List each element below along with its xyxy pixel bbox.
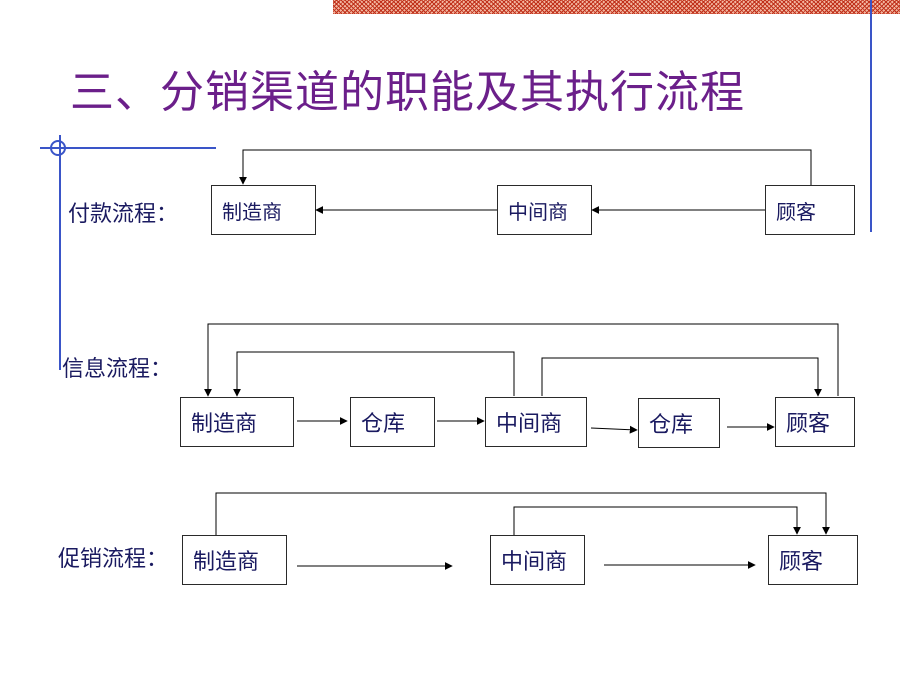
payment-arrow-customer-to-manufacturer-loop	[239, 149, 812, 185]
left-vertical-accent-line	[59, 135, 61, 370]
info-flow-label: 信息流程：	[62, 357, 173, 382]
promotion-intermediary-node: 中间商	[490, 535, 585, 585]
info-customer-node: 顾客	[775, 397, 855, 447]
payment-manufacturer-node: 制造商	[211, 185, 316, 235]
left-horizontal-accent-line	[40, 147, 216, 149]
promotion-manufacturer-node: 制造商	[182, 535, 287, 585]
decorative-hatch-band	[333, 0, 900, 14]
promotion-customer-node: 顾客	[768, 535, 858, 585]
info-loop-customer-to-manufacturer	[204, 323, 839, 397]
info-loop-intermediary-to-manufacturer	[233, 351, 515, 397]
info-warehouse-2-node: 仓库	[638, 398, 720, 448]
crosshair-circle-icon	[50, 140, 66, 156]
promotion-flow-label: 促销流程：	[58, 547, 169, 572]
payment-flow-label: 付款流程：	[68, 202, 179, 227]
info-manufacturer-node: 制造商	[180, 397, 294, 447]
right-vertical-accent-line	[870, 0, 872, 232]
payment-customer-node: 顾客	[765, 185, 855, 235]
info-loop-intermediary-to-customer	[541, 357, 822, 397]
info-intermediary-node: 中间商	[485, 397, 587, 447]
promotion-loop-manufacturer-to-customer	[215, 492, 830, 535]
info-warehouse-1-node: 仓库	[350, 397, 435, 447]
page-title: 三、分销渠道的职能及其执行流程	[70, 67, 745, 118]
payment-intermediary-node: 中间商	[497, 185, 592, 235]
promotion-loop-intermediary-to-customer	[513, 506, 801, 535]
info-arrow-intermediary-to-warehouse	[590, 425, 638, 434]
